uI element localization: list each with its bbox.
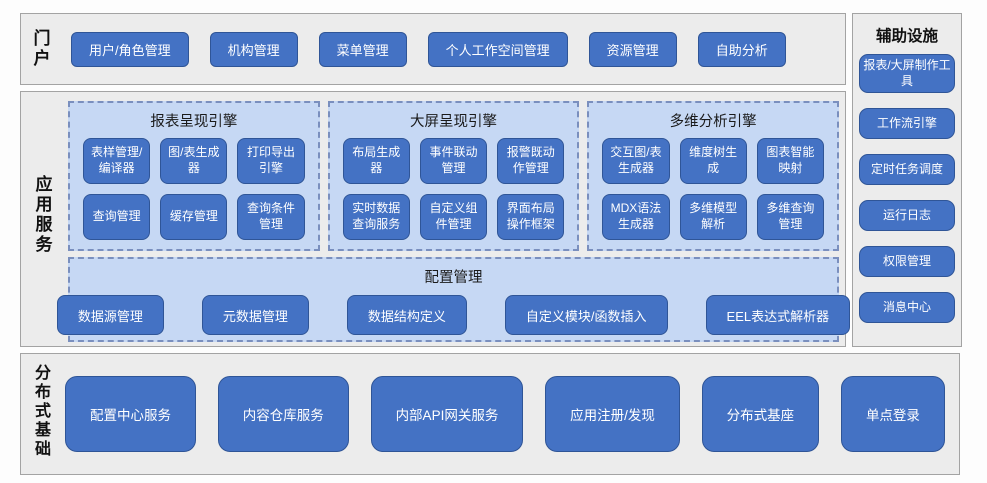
engine-panel-bigscreen: 大屏呈现引擎 布局生成器 事件联动管理 报警既动作管理 实时数据查询服务 自定义… [327, 101, 580, 251]
infra-button-distributed-base[interactable]: 分布式基座 [701, 376, 820, 452]
portal-button-org[interactable]: 机构管理 [209, 31, 298, 67]
module-button-template-mgmt-compiler[interactable]: 表样管理/编译器 [83, 138, 151, 184]
auxiliary-facilities-title: 辅助设施 [875, 28, 938, 45]
config-mgmt-panel-title: 配置管理 [424, 270, 483, 286]
module-button-interactive-chart-generator[interactable]: 交互图/表生成器 [602, 138, 670, 184]
infra-button-content-repo-service[interactable]: 内容仓库服务 [217, 376, 349, 452]
portal-button-workspace[interactable]: 个人工作空间管理 [427, 31, 568, 67]
module-button-alarm-action-mgmt[interactable]: 报警既动作管理 [497, 138, 565, 184]
portal-button-resource[interactable]: 资源管理 [588, 31, 677, 67]
engine-panel-bigscreen-grid: 布局生成器 事件联动管理 报警既动作管理 实时数据查询服务 自定义组件管理 界面… [330, 131, 578, 250]
config-mgmt-button-row: 数据源管理 元数据管理 数据结构定义 自定义模块/函数插入 EEL表达式解析器 [56, 287, 851, 345]
distributed-button-row: 配置中心服务 内容仓库服务 内部API网关服务 应用注册/发现 分布式基座 单点… [65, 354, 945, 474]
module-button-datasource-mgmt[interactable]: 数据源管理 [56, 295, 164, 335]
engine-panel-bigscreen-title: 大屏呈现引擎 [410, 114, 497, 130]
auxiliary-facilities-section: 辅助设施 报表/大屏制作工具 工作流引擎 定时任务调度 运行日志 权限管理 消息… [852, 13, 962, 347]
module-button-metadata-mgmt[interactable]: 元数据管理 [201, 295, 309, 335]
module-button-layout-generator[interactable]: 布局生成器 [342, 138, 410, 184]
portal-button-row: 用户/角色管理 机构管理 菜单管理 个人工作空间管理 资源管理 自助分析 [71, 14, 837, 84]
distributed-foundation-label: 分布式基础 [34, 365, 51, 458]
module-button-event-linkage-mgmt[interactable]: 事件联动管理 [419, 138, 488, 184]
module-button-multidim-model-parsing[interactable]: 多维模型解析 [679, 194, 747, 240]
engine-panel-olap: 多维分析引擎 交互图/表生成器 维度树生成 图表智能映射 MDX语法生成器 多维… [587, 101, 840, 251]
aux-button-report-bigscreen-tool[interactable]: 报表/大屏制作工具 [859, 54, 955, 94]
engine-panel-olap-grid: 交互图/表生成器 维度树生成 图表智能映射 MDX语法生成器 多维模型解析 多维… [589, 131, 837, 250]
distributed-foundation-section: 分布式基础 配置中心服务 内容仓库服务 内部API网关服务 应用注册/发现 分布… [20, 353, 960, 475]
aux-button-workflow-engine[interactable]: 工作流引擎 [859, 108, 955, 140]
config-mgmt-panel: 配置管理 数据源管理 元数据管理 数据结构定义 自定义模块/函数插入 EEL表达… [56, 257, 851, 345]
module-button-cache-mgmt[interactable]: 缓存管理 [160, 194, 228, 240]
engine-panel-olap-title: 多维分析引擎 [669, 114, 757, 130]
module-button-data-structure-definition[interactable]: 数据结构定义 [346, 295, 467, 335]
aux-button-run-log[interactable]: 运行日志 [859, 200, 955, 232]
module-button-multidim-query-mgmt[interactable]: 多维查询管理 [756, 194, 825, 240]
infra-button-app-register-discovery[interactable]: 应用注册/发现 [545, 376, 680, 452]
engine-panel-report-grid: 表样管理/编译器 图/表生成器 打印导出引擎 查询管理 缓存管理 查询条件管理 [70, 131, 318, 250]
module-button-ui-layout-framework[interactable]: 界面布局操作框架 [497, 194, 565, 240]
infra-button-internal-api-gateway[interactable]: 内部API网关服务 [370, 376, 524, 452]
module-button-dimension-tree-generation[interactable]: 维度树生成 [679, 138, 747, 184]
module-button-query-mgmt[interactable]: 查询管理 [83, 194, 151, 240]
app-services-section-label: 应用服务 [35, 175, 53, 255]
module-button-realtime-data-query[interactable]: 实时数据查询服务 [342, 194, 410, 240]
portal-section: 门户 用户/角色管理 机构管理 菜单管理 个人工作空间管理 资源管理 自助分析 [20, 13, 846, 85]
portal-button-self-analysis[interactable]: 自助分析 [697, 31, 786, 67]
module-button-custom-module-function-insert[interactable]: 自定义模块/函数插入 [504, 295, 668, 335]
aux-button-message-center[interactable]: 消息中心 [859, 292, 955, 324]
infra-button-single-sign-on[interactable]: 单点登录 [840, 376, 945, 452]
engine-panels-row: 报表呈现引擎 表样管理/编译器 图/表生成器 打印导出引擎 查询管理 缓存管理 … [68, 101, 840, 251]
aux-button-permission-mgmt[interactable]: 权限管理 [859, 246, 955, 278]
module-button-print-export-engine[interactable]: 打印导出引擎 [237, 138, 305, 184]
module-button-chart-table-generator[interactable]: 图/表生成器 [160, 138, 228, 184]
portal-section-label: 门户 [33, 29, 51, 69]
engine-panel-report-title: 报表呈现引擎 [150, 114, 238, 130]
module-button-eel-expression-parser[interactable]: EEL表达式解析器 [705, 295, 851, 335]
portal-button-user-role[interactable]: 用户/角色管理 [71, 31, 189, 67]
infra-button-config-center-service[interactable]: 配置中心服务 [65, 376, 196, 452]
engine-panel-report: 报表呈现引擎 表样管理/编译器 图/表生成器 打印导出引擎 查询管理 缓存管理 … [68, 101, 320, 251]
auxiliary-button-column: 报表/大屏制作工具 工作流引擎 定时任务调度 运行日志 权限管理 消息中心 [853, 54, 961, 324]
aux-button-scheduled-task[interactable]: 定时任务调度 [859, 154, 955, 186]
module-button-mdx-syntax-generator[interactable]: MDX语法生成器 [602, 194, 670, 240]
module-button-query-condition-mgmt[interactable]: 查询条件管理 [237, 194, 305, 240]
portal-button-menu[interactable]: 菜单管理 [318, 31, 407, 67]
module-button-chart-smart-mapping[interactable]: 图表智能映射 [756, 138, 825, 184]
module-button-custom-component-mgmt[interactable]: 自定义组件管理 [419, 194, 488, 240]
app-services-section: 应用服务 报表呈现引擎 表样管理/编译器 图/表生成器 打印导出引擎 查询管理 … [20, 91, 851, 347]
